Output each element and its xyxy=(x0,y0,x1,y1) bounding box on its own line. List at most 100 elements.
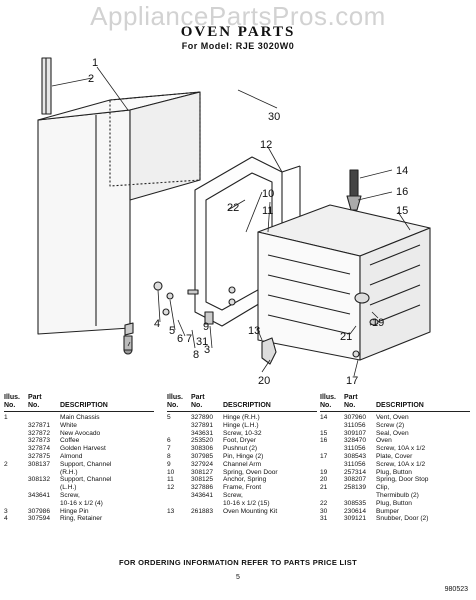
part-description: Plate, Cover xyxy=(376,452,413,460)
part-number xyxy=(344,492,376,500)
part-description: Oven xyxy=(376,437,392,445)
illus-number: 17 xyxy=(320,452,328,460)
part-number: 327872 xyxy=(28,429,51,437)
part-description: (L.H.) xyxy=(60,484,77,492)
part-description: White xyxy=(60,421,77,429)
header-part-no: No. xyxy=(28,402,40,409)
callout-5: 5 xyxy=(169,325,175,337)
illus-number xyxy=(167,430,191,438)
illus-number: 5 xyxy=(167,414,171,421)
hinge-hardware xyxy=(123,281,360,365)
part-description: Screw, 10A x 1/2 xyxy=(376,460,426,468)
callout-22: 22 xyxy=(227,202,239,214)
illus-number xyxy=(167,492,191,500)
illus-number xyxy=(4,484,28,492)
oven-vent xyxy=(346,169,362,211)
callout-14: 14 xyxy=(396,165,408,177)
page-number: 5 xyxy=(236,574,240,581)
callout-20: 20 xyxy=(258,375,270,387)
support-channel xyxy=(41,57,52,115)
part-description: Almond xyxy=(60,452,83,460)
illus-number: 4 xyxy=(4,515,8,523)
part-number xyxy=(28,500,60,508)
part-number: 307986 xyxy=(28,507,51,515)
main-chassis xyxy=(37,91,201,336)
part-number: 230614 xyxy=(344,507,367,515)
header-description: DESCRIPTION xyxy=(60,402,108,409)
part-description: Clip, xyxy=(376,484,390,492)
illus-number xyxy=(167,422,191,430)
part-number: 307960 xyxy=(344,414,367,421)
callout-9: 9 xyxy=(203,321,209,333)
callout-15: 15 xyxy=(396,205,408,217)
illus-number: 20 xyxy=(320,476,328,484)
illus-number: 9 xyxy=(167,460,171,468)
callout-31: 31 xyxy=(196,336,208,348)
header-description: DESCRIPTION xyxy=(223,402,271,409)
part-number: 311056 xyxy=(344,445,366,453)
part-description: Seal, Oven xyxy=(376,429,409,437)
part-description: 10-16 x 1/2 (15) xyxy=(223,499,270,507)
illus-number: 14 xyxy=(320,414,328,421)
illus-number: 10 xyxy=(167,468,175,476)
part-number: 308127 xyxy=(191,468,214,476)
header-illus: Illus. xyxy=(320,394,336,401)
part-number: 309107 xyxy=(344,429,367,437)
part-number: 253520 xyxy=(191,437,214,445)
callout-12: 12 xyxy=(260,139,272,151)
part-number: 311056 xyxy=(344,421,366,429)
page-title: OVEN PARTS xyxy=(180,24,296,40)
callout-16: 16 xyxy=(396,186,408,198)
illus-number xyxy=(167,500,191,508)
callout-11: 11 xyxy=(262,205,273,217)
callout-4: 4 xyxy=(154,318,160,330)
header-part-no: No. xyxy=(344,402,356,409)
part-description: Ring, Retainer xyxy=(60,515,103,523)
part-number: 258139 xyxy=(344,484,367,492)
part-number xyxy=(28,414,60,422)
part-number: 309121 xyxy=(344,515,367,523)
part-number: 308125 xyxy=(191,476,214,484)
callout-3: 3 xyxy=(204,344,210,356)
illus-number: 30 xyxy=(320,507,328,515)
illus-number: 2 xyxy=(4,460,8,468)
illus-number xyxy=(320,492,344,500)
part-description: Plug, Button xyxy=(376,468,412,476)
callout-6: 6 xyxy=(177,333,183,345)
part-number: 343631 xyxy=(191,429,214,437)
part-number: 343641 xyxy=(191,491,214,499)
part-number: 327873 xyxy=(28,437,51,445)
header-illus-no: No. xyxy=(320,402,332,409)
illus-number: 7 xyxy=(167,445,171,453)
part-description: Pin, Hinge (2) xyxy=(223,452,264,460)
illus-number xyxy=(4,500,28,508)
part-number: 308137 xyxy=(28,460,51,468)
header-part-no: No. xyxy=(191,402,203,409)
part-description: Snubber, Door (2) xyxy=(376,515,429,523)
table-row: Thermibulb (2) xyxy=(320,492,470,500)
part-number: 327874 xyxy=(28,445,51,453)
exploded-parts-diagram: 1 2 30 12 14 16 15 10 11 22 4 5 6 7 8 31… xyxy=(37,57,431,387)
illus-number xyxy=(4,492,28,500)
part-description: Foot, Dryer xyxy=(223,437,256,445)
leader-lines xyxy=(51,66,411,377)
part-description: Coffee xyxy=(60,437,80,445)
